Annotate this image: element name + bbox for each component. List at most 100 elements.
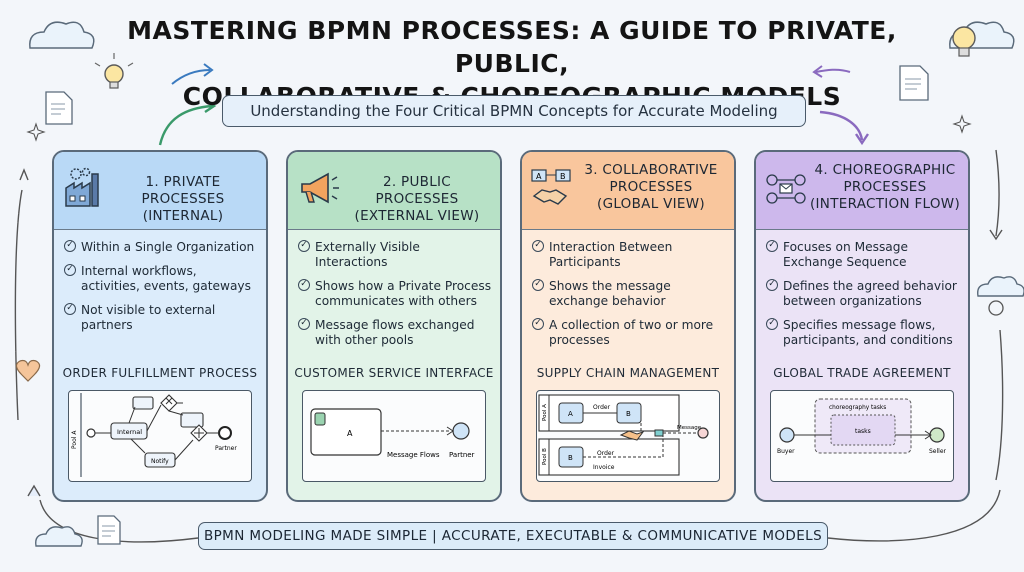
list-item: ✓ Externally Visible Interactions — [298, 240, 492, 270]
list-item: ✓Shows the message exchange behavior — [532, 279, 726, 309]
check-circle-icon: ✓ — [64, 303, 76, 315]
card-title-line: PROCESSES — [843, 179, 927, 195]
check-circle-icon: ✓ — [766, 240, 778, 252]
heart-icon — [15, 359, 41, 382]
card-title-line: (INTERACTION FLOW) — [809, 196, 961, 212]
list-item: ✓ A collection of two or more processes — [532, 318, 726, 348]
subtitle-banner: Understanding the Four Critical BPMN Con… — [222, 95, 806, 127]
bpmn-diagram: Pool A Internal Notify Partner — [68, 390, 252, 482]
icon-label: B — [560, 172, 566, 181]
card-choreographic-processes: 4. CHOREOGRAPHIC PROCESSES (INTERACTION … — [754, 150, 970, 502]
list-item: ✓ Internal workflows, activities, events,… — [64, 264, 258, 294]
list-item: ✓Focuses on Message Exchange Sequence — [766, 240, 960, 270]
pool-label: Pool B — [542, 448, 548, 465]
left-flow-arrow — [14, 189, 23, 421]
task-label: tasks — [855, 428, 871, 435]
card-header: 2. PUBLIC PROCESSES (EXTERNAL VIEW) — [288, 152, 500, 230]
end-label: Partner — [215, 445, 237, 452]
point-text: Interaction Between Participants — [549, 240, 673, 269]
list-item: ✓Defines the agreed behavior between org… — [766, 279, 960, 309]
handshake-icon — [619, 430, 645, 441]
footer-banner: BPMN MODELING MADE SIMPLE | ACCURATE, EX… — [198, 522, 828, 550]
card-title-line: 3. COLLABORATIVE — [584, 162, 718, 178]
end-label: Partner — [449, 451, 475, 459]
flow-label: Message — [677, 425, 702, 431]
card-title-line: (GLOBAL VIEW) — [597, 196, 705, 212]
card-private-processes: 1. PRIVATE PROCESSES (INTERNAL) ✓ Within … — [52, 150, 268, 502]
point-list: ✓Interaction Between Participants ✓Shows… — [522, 230, 734, 348]
card-title: 2. PUBLIC PROCESSES (EXTERNAL VIEW) — [340, 174, 494, 225]
point-text: Defines the agreed behavior between orga… — [783, 279, 957, 308]
point-text: Internal workflows, activities, events, … — [81, 264, 251, 293]
right-flow-arrow — [995, 149, 1000, 237]
point-text: A collection of two or more processes — [549, 318, 714, 347]
flow-label: Invoice — [593, 464, 615, 471]
bottom-flow-arrow — [39, 499, 199, 543]
task-label: A — [347, 429, 353, 438]
cloud-icon — [29, 21, 95, 49]
card-title-line: (EXTERNAL VIEW) — [354, 208, 480, 224]
list-item: ✓ Shows how a Private Process communicate… — [298, 279, 492, 309]
check-circle-icon: ✓ — [64, 264, 76, 276]
card-title-line: (INTERNAL) — [142, 208, 224, 224]
check-circle-icon: ✓ — [298, 240, 310, 252]
card-header: A B 3. COLLABORATIVE PROCESSES (GLOBAL V… — [522, 152, 734, 230]
cloud-icon — [35, 526, 83, 547]
gear-icon — [988, 300, 1004, 316]
bpmn-diagram: choreography tasks tasks Buyer Seller — [770, 390, 954, 482]
end-label: Seller — [929, 448, 947, 455]
card-title: 3. COLLABORATIVE PROCESSES (GLOBAL VIEW) — [574, 162, 728, 213]
check-circle-icon: ✓ — [298, 318, 310, 330]
point-text: Not visible to external partners — [81, 303, 216, 332]
list-item: ✓Interaction Between Participants — [532, 240, 726, 270]
check-circle-icon: ✓ — [64, 240, 76, 252]
point-text: Specifies message flows, participants, a… — [783, 318, 953, 347]
point-text: Externally Visible Interactions — [315, 240, 420, 269]
check-circle-icon: ✓ — [766, 318, 778, 330]
green-arrow — [158, 104, 213, 146]
choreography-label: choreography tasks — [829, 405, 886, 411]
task-label: B — [626, 410, 631, 418]
pool-label: Pool A — [71, 430, 78, 449]
example-label: CUSTOMER SERVICE INTERFACE — [294, 366, 494, 380]
check-circle-icon: ✓ — [532, 318, 544, 330]
point-text: Shows how a Private Process communicates… — [315, 279, 492, 308]
card-title: 4. CHOREOGRAPHIC PROCESSES (INTERACTION … — [808, 162, 962, 213]
point-list: ✓Focuses on Message Exchange Sequence ✓D… — [756, 230, 968, 348]
document-icon — [45, 91, 73, 125]
flow-label: Order — [597, 450, 615, 457]
task-label: A — [568, 410, 573, 418]
card-header: 1. PRIVATE PROCESSES (INTERNAL) — [54, 152, 266, 230]
title-line-1: MASTERING BPMN PROCESSES: A GUIDE TO PRI… — [127, 16, 897, 78]
point-text: Message flows exchanged with other pools — [315, 318, 475, 347]
list-item: ✓ Specifies message flows, participants, … — [766, 318, 960, 348]
lightbulb-icon — [952, 26, 976, 57]
bpmn-diagram: Pool A Pool B A B B Order Order Invoice … — [536, 390, 720, 482]
factory-gears-icon — [65, 167, 99, 207]
flow-label: Order — [593, 404, 611, 411]
lightbulb-icon — [94, 53, 134, 89]
point-text: Within a Single Organization — [81, 240, 255, 254]
document-icon — [97, 515, 121, 545]
check-circle-icon: ✓ — [298, 279, 310, 291]
point-list: ✓ Within a Single Organization ✓ Internal … — [54, 230, 266, 333]
bpmn-diagram: A Message Flows Partner — [302, 390, 486, 482]
example-label: SUPPLY CHAIN MANAGEMENT — [536, 366, 720, 380]
icon-label: A — [536, 172, 542, 181]
pool-label: Pool A — [542, 404, 548, 421]
list-item: ✓ Message flows exchanged with other pool… — [298, 318, 492, 348]
card-title: 1. PRIVATE PROCESSES (INTERNAL) — [106, 174, 260, 225]
document-icon — [899, 65, 929, 101]
card-title-line: PROCESSES — [609, 179, 693, 195]
card-title-line: 2. PUBLIC PROCESSES — [375, 174, 459, 207]
point-list: ✓ Externally Visible Interactions ✓ Shows … — [288, 230, 500, 348]
blue-arrow — [171, 69, 211, 85]
purple-arrow-top — [815, 68, 851, 73]
task-label: Internal — [117, 428, 142, 436]
message-flow-icon — [766, 174, 806, 204]
task-label: Notify — [151, 458, 169, 465]
card-title-line: 1. PRIVATE PROCESSES — [141, 174, 225, 207]
flow-label: Message Flows — [387, 451, 440, 459]
check-circle-icon: ✓ — [532, 279, 544, 291]
